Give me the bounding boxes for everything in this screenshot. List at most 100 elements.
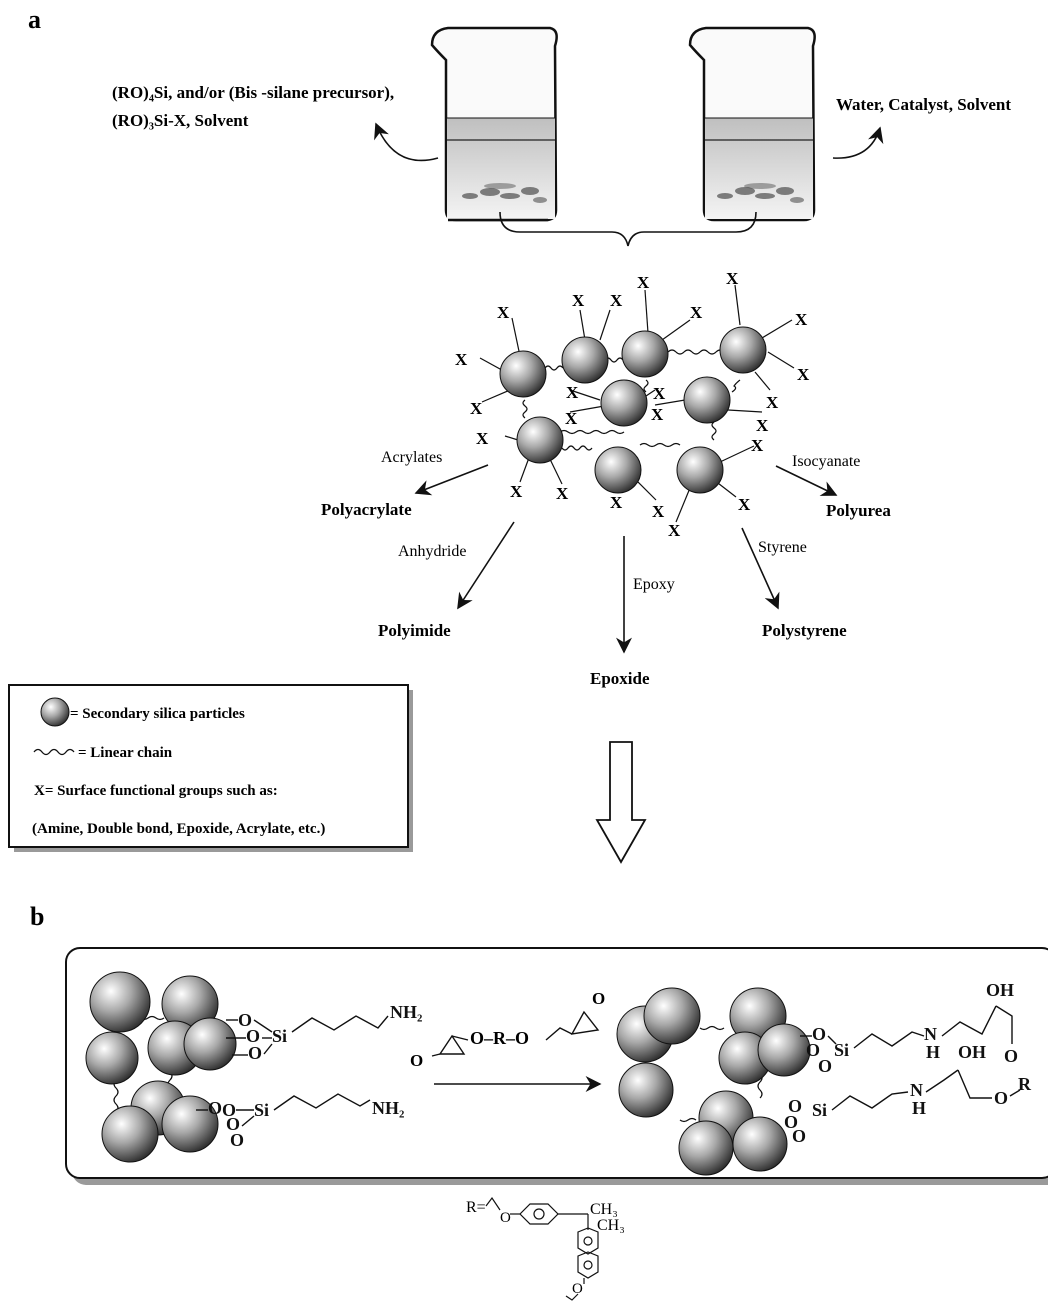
beaker-right-label: Water, Catalyst, Solvent: [836, 95, 1011, 114]
silica-particle: [183, 1017, 237, 1071]
beaker-right: [688, 26, 816, 222]
x-label: X: [476, 429, 489, 448]
silica-particle: [594, 446, 642, 494]
cluster-left: [85, 971, 237, 1163]
silica-particle: [600, 379, 648, 427]
atom-o: O: [788, 1096, 802, 1116]
beaker-left-label-1: (RO)₄Si, and/or (Bis -silane precursor),: [112, 83, 394, 102]
silica-particle: [678, 1120, 734, 1176]
hollow-down-arrow: [595, 741, 647, 864]
x-label: X: [651, 405, 664, 424]
legend-box: = Secondary silica particles = Linear ch…: [8, 684, 413, 852]
panel-a-letter: a: [28, 5, 41, 34]
x-label: X: [565, 409, 578, 428]
silica-particle: [643, 987, 701, 1045]
arrow-to-polyimide: [457, 521, 515, 610]
particle-network: [479, 284, 795, 523]
atom-o: O: [784, 1112, 798, 1132]
x-label: X: [668, 521, 681, 540]
silica-particle: [621, 330, 669, 378]
arrow-to-polystyrene: [741, 527, 780, 610]
arrow-to-polyacrylate: [414, 464, 489, 496]
atom-h: H: [926, 1042, 940, 1062]
x-label: X: [470, 399, 483, 418]
panel-b-letter: b: [30, 902, 44, 931]
label-polyimide: Polyimide: [378, 621, 451, 640]
silica-particle: [101, 1105, 159, 1163]
group-oh: OH: [986, 980, 1014, 1000]
arrow-beaker-left: [374, 122, 439, 162]
x-label: X: [510, 482, 523, 501]
label-epoxide: Epoxide: [590, 669, 650, 688]
atom-si: Si: [812, 1100, 827, 1120]
atom-o: O: [230, 1130, 244, 1150]
atom-o: O: [792, 1126, 806, 1146]
silica-particle: [676, 446, 724, 494]
atom-o: O: [1004, 1046, 1018, 1066]
cluster-right: [616, 987, 811, 1176]
curly-brace: [499, 211, 757, 247]
atom-r: R: [1018, 1074, 1032, 1094]
atom-n: N: [924, 1024, 937, 1044]
group-oh: OH: [958, 1042, 986, 1062]
x-label: X: [556, 484, 569, 503]
legend-x-groups: X= Surface functional groups such as:: [34, 783, 278, 799]
silica-particle: [516, 416, 564, 464]
r-def-ch3: CH₃: [597, 1217, 625, 1234]
label-epoxy: Epoxy: [633, 576, 675, 593]
epoxide-o: O: [592, 989, 605, 1008]
silica-particle: [89, 971, 151, 1033]
r-def-label: R=: [466, 1199, 486, 1216]
silica-particle: [499, 350, 547, 398]
atom-o: O: [806, 1040, 820, 1060]
atom-o: O: [246, 1026, 260, 1046]
r-def-o: O: [572, 1281, 583, 1297]
silica-particle: [683, 376, 731, 424]
arrow-to-polyurea: [775, 465, 838, 496]
x-label: X: [756, 416, 769, 435]
atom-si: Si: [272, 1026, 287, 1046]
legend-chain: = Linear chain: [78, 745, 173, 761]
atom-h: H: [912, 1098, 926, 1118]
sediment-right: [717, 183, 804, 203]
beaker-left: [430, 26, 558, 222]
diepoxide-reagent: O–R–O O O: [410, 989, 605, 1070]
sediment-left: [462, 183, 547, 203]
x-label: X: [566, 383, 579, 402]
atom-o: O: [222, 1100, 236, 1120]
r-def-o: O: [500, 1210, 511, 1226]
atom-o: O: [226, 1114, 240, 1134]
group-nh2: NH₂: [390, 1002, 422, 1022]
silica-particles: [499, 326, 767, 494]
x-labels: X X X X X X X X X X X X X X X X X X X X …: [455, 269, 810, 540]
silica-particle: [85, 1031, 139, 1085]
silane-lower-left: O O O O Si NH₂: [208, 1098, 404, 1150]
label-polyurea: Polyurea: [826, 501, 891, 520]
x-label: X: [637, 273, 650, 292]
silica-particle: [618, 1062, 674, 1118]
atom-o: O: [208, 1098, 222, 1118]
atom-o: O: [994, 1088, 1008, 1108]
x-label: X: [690, 303, 703, 322]
label-styrene: Styrene: [758, 539, 807, 556]
label-polystyrene: Polystyrene: [762, 621, 847, 640]
x-label: X: [738, 495, 751, 514]
linker-text: O–R–O: [470, 1028, 529, 1048]
legend-particles: = Secondary silica particles: [70, 706, 245, 722]
silane-upper-left: O O O Si NH₂: [238, 1002, 422, 1063]
atom-si: Si: [254, 1100, 269, 1120]
x-label: X: [610, 493, 623, 512]
x-label: X: [653, 384, 666, 403]
label-polyacrylate: Polyacrylate: [321, 500, 412, 519]
label-acrylates: Acrylates: [381, 449, 442, 466]
beaker-left-label-2: (RO)₃Si-X, Solvent: [112, 111, 249, 130]
label-anhydride: Anhydride: [398, 543, 466, 560]
product-upper: O O O Si N H OH OH O R: [806, 980, 1032, 1094]
silica-particle: [719, 326, 767, 374]
atom-n: N: [910, 1080, 923, 1100]
x-label: X: [751, 436, 764, 455]
label-isocyanate: Isocyanate: [792, 453, 860, 470]
reaction-arrows: [414, 464, 838, 654]
group-nh2: NH₂: [372, 1098, 404, 1118]
atom-o: O: [238, 1010, 252, 1030]
